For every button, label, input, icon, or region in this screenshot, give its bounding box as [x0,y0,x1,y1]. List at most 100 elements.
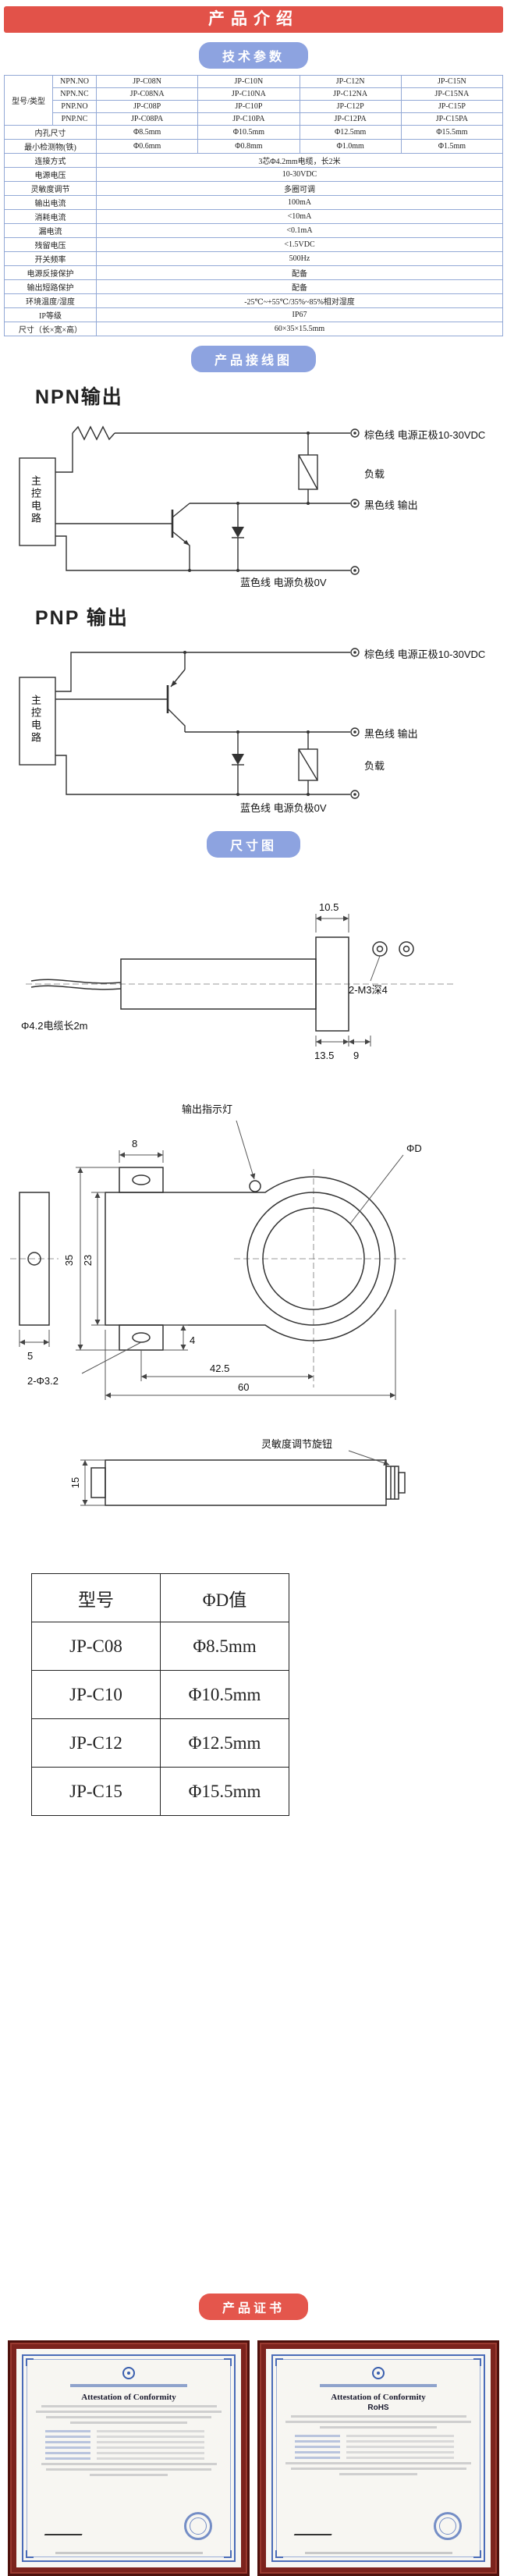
certificate-left: Attestation of Conformity [8,2340,250,2576]
cert-title: Attestation of Conformity [331,2393,426,2402]
spec-model: JP-C08PA [95,112,199,126]
spec-value: <0.1mA [96,223,503,238]
spec-model: JP-C10NA [197,87,300,101]
cert-stamp-icon [184,2512,212,2540]
spec-model: JP-C12PA [299,112,402,126]
black-wire-label: 黑色线 输出 [364,499,418,511]
cert-logo-icon [372,2367,385,2379]
indicator-label: 输出指示灯 [182,1103,232,1115]
spec-model: JP-C15PA [400,112,504,126]
spec-value: IP67 [96,307,503,322]
spec-label: 电源反接保护 [4,265,97,280]
pnp-wires [19,648,360,799]
spec-label: 残留电压 [4,237,97,252]
page-title: 产品介绍 [4,6,503,33]
spec-model-label: 型号/类型 [4,75,53,126]
diode-icon [232,754,244,765]
table-row: 灵敏度调节多圈可调 [4,181,503,196]
dim-15: 15 [69,1477,81,1488]
dim-front-view: 5 8 35 23 2-Φ3.2 4 42.5 60 输出指示灯 ΦD [10,1103,422,1400]
spec-value: <1.5VDC [96,237,503,252]
phid-model: JP-C12 [31,1718,161,1768]
spec-value: 100mA [96,195,503,210]
section-badge-tech-params: 技术参数 [191,42,316,69]
certificate-right: Attestation of Conformity RoHS [257,2340,499,2576]
dim-8: 8 [132,1138,137,1149]
table-row: 消耗电流<10mA [4,209,503,224]
phid-model: JP-C10 [31,1670,161,1719]
cable-label: Φ4.2电缆长2m [21,1020,88,1032]
certificates-row: Attestation of Conformity [4,2340,503,2576]
section-badge-certificates: 产品证书 [191,2294,316,2320]
blue-wire-label: 蓝色线 电源负极0V [240,577,327,588]
dim-side-view: 15 灵敏度调节旋钮 [69,1438,406,1506]
dim-9: 9 [353,1050,359,1061]
black-wire-label: 黑色线 输出 [364,728,418,740]
section-badge-dimensions: 尺寸图 [199,831,308,858]
table-row: PNP.NO JP-C08P JP-C10P JP-C12P JP-C15P [5,100,504,113]
phid-value: Φ12.5mm [160,1718,289,1768]
spec-model: JP-C10N [197,75,300,88]
table-row: 漏电流<0.1mA [4,223,503,238]
spec-label: 漏电流 [4,223,97,238]
spec-model: JP-C10PA [197,112,300,126]
cert-footer-line [304,2552,452,2554]
cert-signature [293,2524,337,2535]
pnp-title: PNP 输出 [35,607,129,629]
phid-value: Φ10.5mm [160,1670,289,1719]
spec-label: 输出短路保护 [4,279,97,294]
dim-top-view: 10.5 Φ4.2电缆长2m 13.5 9 2-M3深4 [21,901,456,1061]
cert-company-line [320,2384,437,2387]
cert-signature [44,2524,87,2535]
spec-model: JP-C15P [400,100,504,113]
table-row: JP-C15 Φ15.5mm [31,1767,289,1816]
spec-label: 灵敏度调节 [4,181,97,196]
table-row: 电源反接保护配备 [4,265,503,280]
knob-icon [385,1466,399,1500]
cert-title: Attestation of Conformity [81,2393,176,2402]
cert-details [281,2435,476,2459]
phid-header-model: 型号 [31,1573,161,1622]
cert-company-line [70,2384,187,2387]
pnp-circuit-svg [19,648,360,799]
corner-ornament [26,2550,34,2558]
dim-5: 5 [27,1350,33,1362]
spec-table: 型号/类型 NPN.NO JP-C08N JP-C10N JP-C12N JP-… [4,75,504,336]
knob-label: 灵敏度调节旋钮 [261,1438,332,1450]
dim-23: 23 [82,1255,94,1266]
control-circuit-label: 主控电路 [30,695,41,744]
corner-ornament [224,2358,232,2366]
spec-label: 输出电流 [4,195,97,210]
spec-label: 最小检测物(铁) [4,139,97,154]
cert-details [31,2430,226,2460]
npn-junctions [183,432,356,572]
table-row: 型号/类型 NPN.NO JP-C08N JP-C10N JP-C12N JP-… [4,75,504,126]
dim-13-5: 13.5 [314,1050,334,1061]
load-label: 负载 [364,760,385,772]
spec-value: 500Hz [96,251,503,266]
cert-subtitle: RoHS [367,2404,389,2412]
spec-value: 60×35×15.5mm [96,322,503,336]
brown-wire-label: 棕色线 电源正极10-30VDC [364,648,486,660]
spec-value: Φ12.5mm [299,125,402,140]
spec-model: JP-C10P [197,100,300,113]
spec-value: 10-30VDC [96,167,503,182]
spec-model: JP-C12N [299,75,402,88]
load-label: 负载 [364,468,385,480]
spec-value: 配备 [96,279,503,294]
brown-wire-label: 棕色线 电源正极10-30VDC [364,429,486,441]
spec-value: Φ1.0mm [299,139,402,154]
spec-model: JP-C08N [95,75,199,88]
npn-circuit: 主控电路 棕色线 电源正极10-30VDC 负载 黑色线 输出 蓝色线 电源负极… [0,410,507,593]
spec-model: JP-C12NA [299,87,402,101]
phid-header-value: ΦD值 [160,1573,289,1622]
npn-title: NPN输出 [35,386,123,408]
corner-ornament [473,2358,481,2366]
spec-type: NPN.NO [52,75,97,88]
phid-table: 型号 ΦD值 JP-C08 Φ8.5mm JP-C10 Φ10.5mm JP-C… [31,1573,289,1816]
spec-type: PNP.NC [52,112,97,126]
pnp-junctions [171,651,356,796]
